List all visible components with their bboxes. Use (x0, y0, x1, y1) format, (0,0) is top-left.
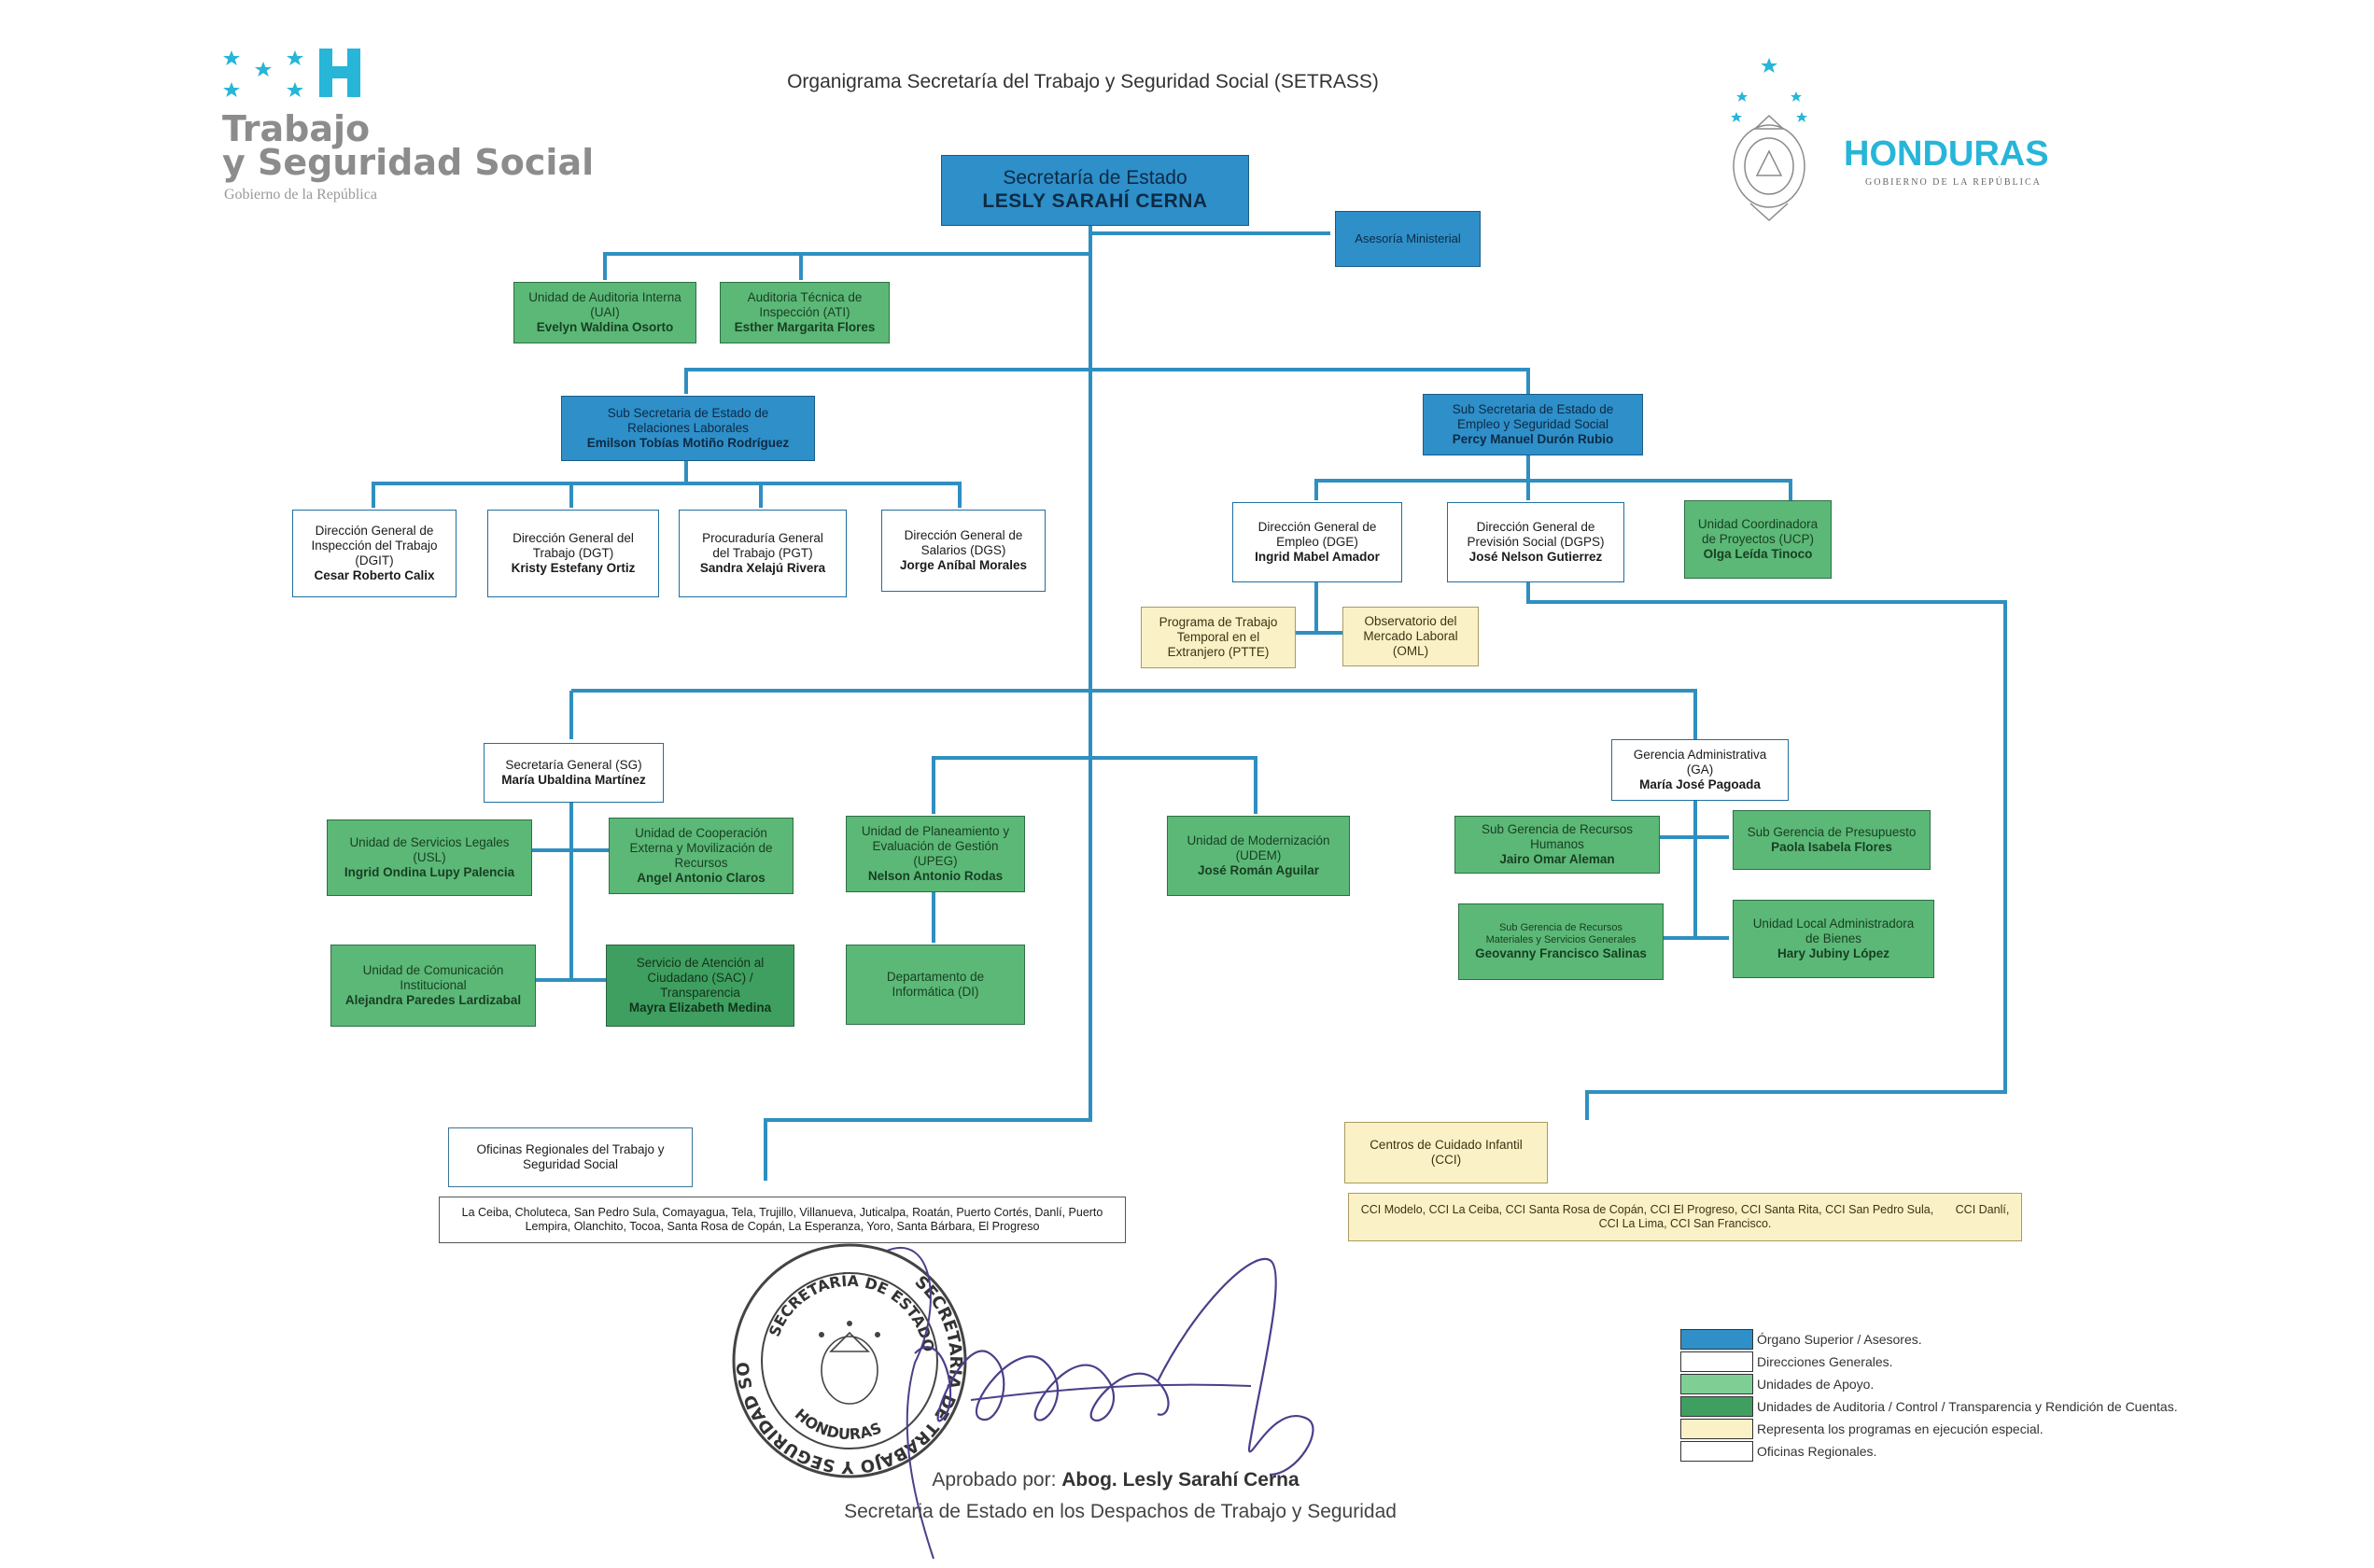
honduras-name: HONDURAS (1844, 134, 2049, 174)
node-sgp: Sub Gerencia de Presupuesto Paola Isabel… (1733, 810, 1931, 870)
node-pgt: Procuraduría General del Trabajo (PGT) S… (679, 510, 847, 597)
node-dge: Dirección General de Empleo (DGE) Ingrid… (1232, 502, 1402, 582)
legend-swatch (1680, 1329, 1753, 1350)
coat-of-arms-icon (1731, 58, 1807, 222)
legend-swatch (1680, 1374, 1753, 1394)
node-asesoria-ministerial: Asesoría Ministerial (1335, 211, 1481, 267)
node-ucp: Unidad Coordinadora de Proyectos (UCP) O… (1684, 500, 1832, 579)
node-dgt: Dirección General del Trabajo (DGT) Kris… (487, 510, 659, 597)
audit-branch (603, 252, 1090, 280)
node-ulab: Unidad Local Administradora de Bienes Ha… (1733, 900, 1934, 978)
legend-swatch (1680, 1351, 1753, 1372)
ssess-children (1314, 450, 1530, 500)
node-udem: Unidad de Modernización (UDEM) José Romá… (1167, 816, 1350, 896)
page-title: Organigrama Secretaría del Trabajo y Seg… (787, 71, 1379, 92)
node-subsec-empleo-seguridad: Sub Secretaria de Estado de Empleo y Seg… (1423, 394, 1643, 455)
cci-list: CCI Modelo, CCI La Ceiba, CCI Santa Rosa… (1348, 1193, 2022, 1241)
node-dgps: Dirección General de Previsión Social (D… (1447, 502, 1624, 582)
node-oml: Observatorio del Mercado Laboral (OML) (1342, 607, 1479, 666)
legend-item: Oficinas Regionales. (1680, 1441, 1876, 1462)
node-di: Departamento de Informática (DI) (846, 945, 1025, 1025)
legend-swatch (1680, 1396, 1753, 1417)
node-gerencia-administrativa: Gerencia Administrativa (GA) María José … (1611, 739, 1789, 801)
legend-item: Unidades de Apoyo. (1680, 1374, 1874, 1394)
trunk-second-bar (571, 689, 1697, 739)
legend-item: Unidades de Auditoria / Control / Transp… (1680, 1396, 2178, 1417)
legend-swatch (1680, 1441, 1753, 1462)
node-dgit: Dirección General de Inspección del Trab… (292, 510, 457, 597)
node-ucemr: Unidad de Cooperación Externa y Moviliza… (609, 818, 794, 894)
signature-scribble (886, 1247, 1314, 1560)
node-uai: Unidad de Auditoria Interna (UAI) Evelyn… (513, 282, 696, 343)
node-sac: Servicio de Atención al Ciudadano (SAC) … (606, 945, 794, 1027)
logo-line3: Gobierno de la República (224, 187, 377, 203)
trunk-line (764, 224, 1092, 1181)
node-secretaria-general: Secretaría General (SG) María Ubaldina M… (484, 743, 664, 803)
honduras-sub: GOBIERNO DE LA REPÚBLICA (1865, 177, 2042, 188)
ssrl-children (372, 453, 688, 508)
node-uci: Unidad de Comunicación Institucional Ale… (330, 945, 536, 1027)
node-secretaria-estado: Secretaría de Estado LESLY SARAHÍ CERNA (941, 155, 1249, 226)
upeg-udem (932, 756, 1257, 814)
legend-swatch (1680, 1419, 1753, 1439)
approval-role: Secretaria de Estado en los Despachos de… (844, 1501, 1397, 1522)
node-oficinas-regionales: Oficinas Regionales del Trabajo y Seguri… (448, 1127, 693, 1187)
node-cci: Centros de Cuidado Infantil (CCI) (1344, 1122, 1548, 1183)
node-upeg: Unidad de Planeamiento y Evaluación de G… (846, 816, 1025, 892)
logo-line1: Trabajo (222, 108, 371, 149)
honduras-logo: HONDURAS GOBIERNO DE LA REPÚBLICA (1718, 54, 2091, 241)
legend-item: Direcciones Generales. (1680, 1351, 1893, 1372)
subsec-branch (684, 368, 1090, 394)
legend-item: Órgano Superior / Asesores. (1680, 1329, 1922, 1350)
legend-item: Representa los programas en ejecución es… (1680, 1419, 2044, 1439)
regional-offices-list: La Ceiba, Choluteca, San Pedro Sula, Com… (439, 1197, 1126, 1243)
node-sgrh: Sub Gerencia de Recursos Humanos Jairo O… (1454, 816, 1660, 874)
node-usl: Unidad de Servicios Legales (USL) Ingrid… (327, 819, 532, 896)
node-ptte: Programa de Trabajo Temporal en el Extra… (1141, 607, 1296, 668)
approval-line: Aprobado por: Abog. Lesly Sarahí Cerna (932, 1469, 1299, 1491)
stars-h-icon (223, 49, 360, 97)
node-ati: Auditoria Técnica de Inspección (ATI) Es… (720, 282, 890, 343)
ministry-logo: Trabajo y Seguridad Social Gobierno de l… (222, 47, 652, 215)
node-sgrm: Sub Gerencia de Recursos Materiales y Se… (1458, 903, 1664, 980)
node-dgs: Dirección General de Salarios (DGS) Jorg… (881, 510, 1046, 592)
legend: Órgano Superior / Asesores. Direcciones … (1680, 1329, 2203, 1469)
dgps-cci (1526, 581, 2007, 1120)
node-subsec-relaciones-laborales: Sub Secretaria de Estado de Relaciones L… (561, 396, 815, 461)
logo-line2: y Seguridad Social (222, 142, 595, 183)
official-seal: SECRETARÍA DE TRABAJO Y SEGURIDAD SOCIAL… (719, 1230, 967, 1478)
